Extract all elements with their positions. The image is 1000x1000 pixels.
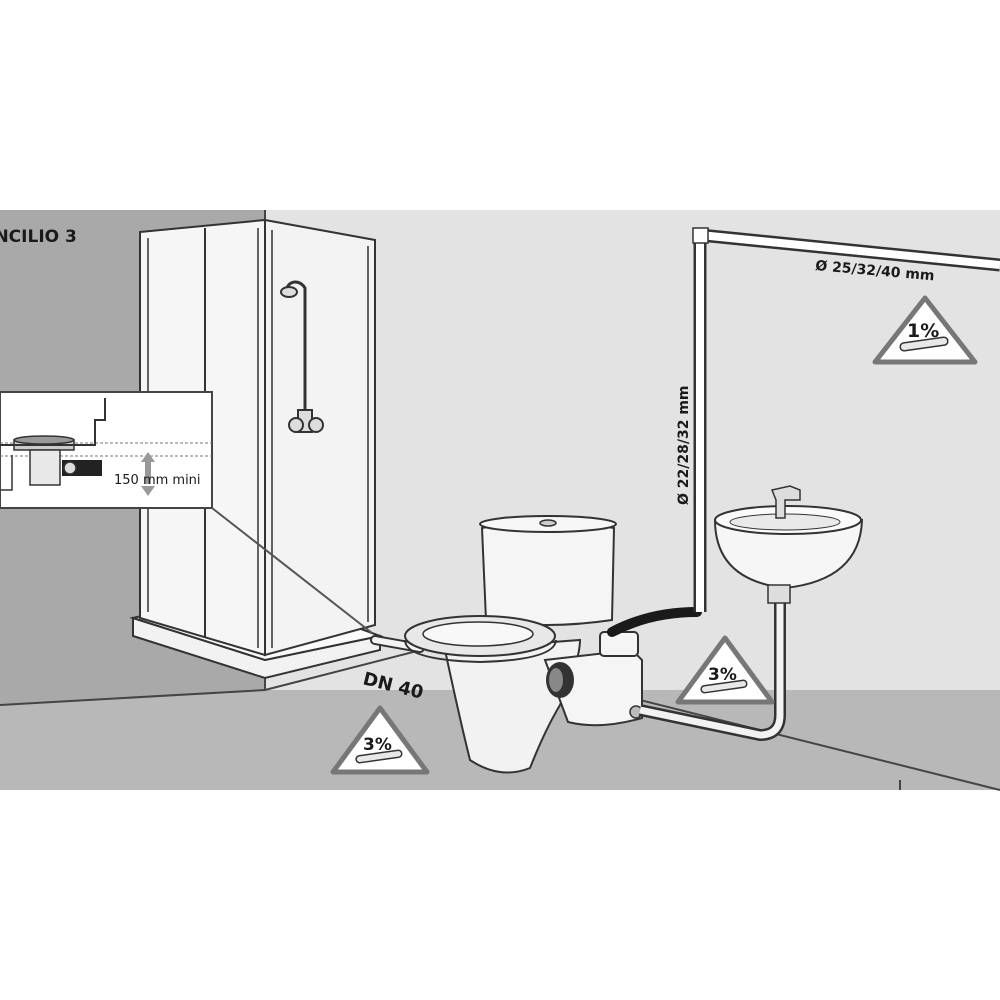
vertical-pipe-label: Ø 22/28/32 mm bbox=[676, 386, 692, 506]
inset-height-label: 150 mm mini bbox=[114, 473, 201, 488]
macerator-pump bbox=[543, 631, 643, 727]
drain-detail-inset bbox=[0, 391, 213, 509]
slope-label-shower: 3% bbox=[363, 735, 392, 755]
slope-sign-shower bbox=[330, 705, 430, 775]
slope-label-sink: 3% bbox=[708, 665, 737, 685]
slope-sign-sink bbox=[675, 635, 775, 705]
shower-enclosure bbox=[129, 218, 384, 680]
slope-sign-top-right bbox=[872, 295, 978, 365]
toilet bbox=[404, 515, 617, 774]
discharge-hose bbox=[607, 607, 702, 637]
slope-label-top-right: 1% bbox=[907, 320, 939, 342]
discharge-pipe bbox=[692, 227, 1000, 612]
wash-basin bbox=[638, 485, 864, 742]
leader-line bbox=[211, 507, 373, 634]
product-title: ONCILIO 3 bbox=[0, 227, 77, 247]
shower-drain-pipe bbox=[370, 635, 425, 653]
